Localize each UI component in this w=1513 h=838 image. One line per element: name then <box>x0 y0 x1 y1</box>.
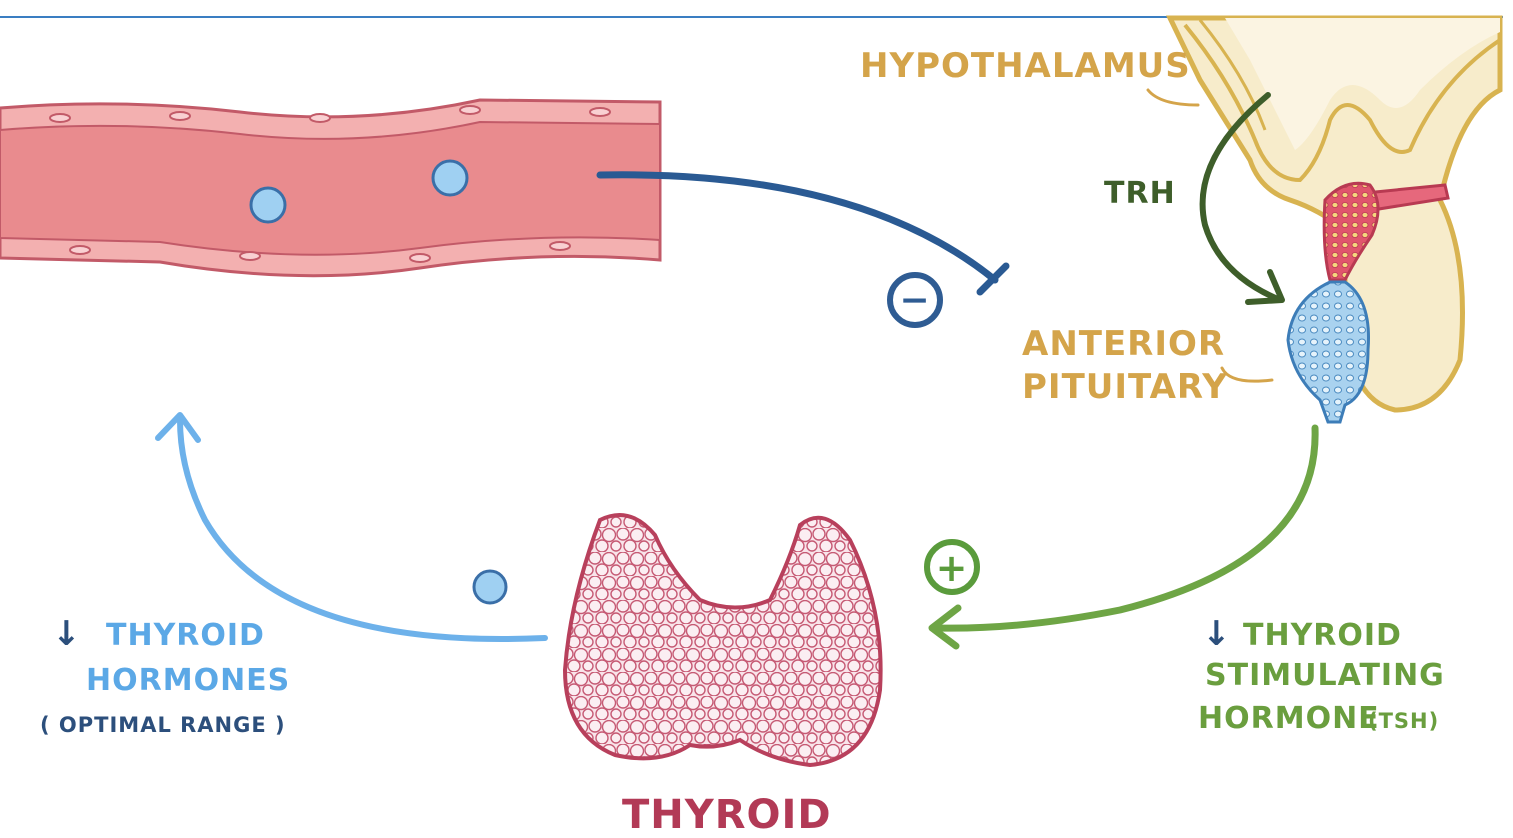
tsh-arrow <box>931 424 1319 632</box>
trh-arrowhead <box>1245 269 1285 305</box>
minus-circle <box>887 272 943 328</box>
pituitary-leader <box>1220 366 1274 383</box>
plus-circle <box>924 539 980 595</box>
trh-label: TRH <box>1104 176 1176 211</box>
tsh-line2: STIMULATING <box>1205 658 1445 693</box>
optimal-range-label: ( OPTIMAL RANGE ) <box>40 713 286 737</box>
down-arrow-icon: ↓ <box>52 614 82 654</box>
tsh-line3: HORMONE <box>1198 701 1380 736</box>
minus-sign: − <box>899 280 930 321</box>
tsh-line1: THYROID <box>1243 618 1402 653</box>
thyroid-hormone-arrow <box>177 417 548 642</box>
hormone-particle <box>472 569 508 605</box>
hormone-particle <box>249 186 287 224</box>
tsh-arrowhead <box>928 604 962 650</box>
portal-capillaries <box>1322 181 1380 282</box>
pituitary-label: PITUITARY <box>1022 367 1228 407</box>
down-arrow-icon: ↓ <box>1202 614 1232 654</box>
anterior-pituitary <box>1286 280 1371 424</box>
negative-feedback-line <box>596 171 999 284</box>
inhibition-bar <box>976 262 1010 296</box>
thyroid-label: THYROID <box>622 792 832 838</box>
trh-arrow <box>1199 92 1283 303</box>
top-rule <box>0 16 1503 18</box>
hormones-line2: HORMONES <box>86 663 290 698</box>
hypothalamus-label: HYPOTHALAMUS <box>860 46 1191 86</box>
hormone-particle <box>431 159 469 197</box>
hypothalamus-leader <box>1146 88 1200 107</box>
blood-vessel <box>0 98 662 278</box>
plus-sign: + <box>936 546 969 590</box>
hormones-line1: THYROID <box>106 618 265 653</box>
thyroid-gland <box>562 513 883 768</box>
anterior-label: ANTERIOR <box>1022 324 1225 364</box>
thyroid-hormone-arrowhead <box>155 412 201 443</box>
tsh-abbrev: (TSH) <box>1368 709 1439 733</box>
